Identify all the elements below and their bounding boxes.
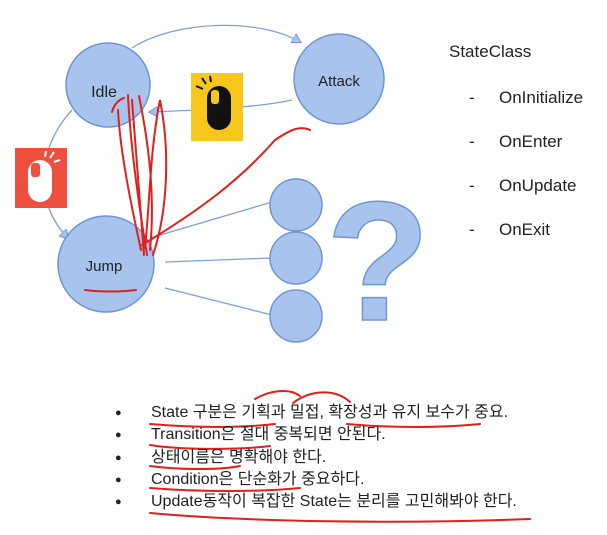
left-click-mouse-icon <box>15 148 67 208</box>
jump-branch-line-1 <box>149 201 273 239</box>
list-dash: - <box>469 88 475 107</box>
right-click-mouse-icon <box>191 73 243 141</box>
unknown-state-node-3 <box>269 289 323 343</box>
list-dash: - <box>469 132 475 151</box>
attack-node <box>293 33 385 125</box>
list-dash: - <box>469 220 475 239</box>
question-mark: ? <box>326 167 430 357</box>
note-item: State 구분은 기획과 밀접, 확장성과 유지 보수가 중요. <box>115 402 517 424</box>
note-item: Update동작이 복잡한 State는 분리를 고민해봐야 한다. <box>115 491 517 513</box>
method-name: OnEnter <box>499 132 563 151</box>
jump-branch-line-3 <box>164 287 273 316</box>
unknown-state-node-2 <box>269 231 323 285</box>
list-dash: - <box>469 176 475 195</box>
state-class-method: - OnEnter <box>469 132 562 152</box>
unknown-state-node-1 <box>269 178 323 232</box>
method-name: OnInitialize <box>499 88 584 107</box>
attack-node-label: Attack <box>318 73 360 90</box>
jump-node-label: Jump <box>86 258 123 275</box>
state-class-method: - OnExit <box>469 220 550 240</box>
note-item: Condition은 단순화가 중요하다. <box>115 469 517 491</box>
design-notes-list: State 구분은 기획과 밀접, 확장성과 유지 보수가 중요. Transi… <box>115 402 517 513</box>
state-class-method: - OnInitialize <box>469 88 583 108</box>
note-item: Transition은 절대 중복되면 안된다. <box>115 424 517 446</box>
method-name: OnUpdate <box>499 176 577 195</box>
jump-branch-line-2 <box>164 257 273 263</box>
jump-node <box>57 215 155 313</box>
state-class-title: StateClass <box>449 42 532 61</box>
state-class-method: - OnUpdate <box>469 176 577 196</box>
transition-idle-attack <box>131 24 300 49</box>
note-item: 상태이름은 명확해야 한다. <box>115 447 517 469</box>
idle-node-label: Idle <box>91 84 117 101</box>
method-name: OnExit <box>499 220 551 239</box>
